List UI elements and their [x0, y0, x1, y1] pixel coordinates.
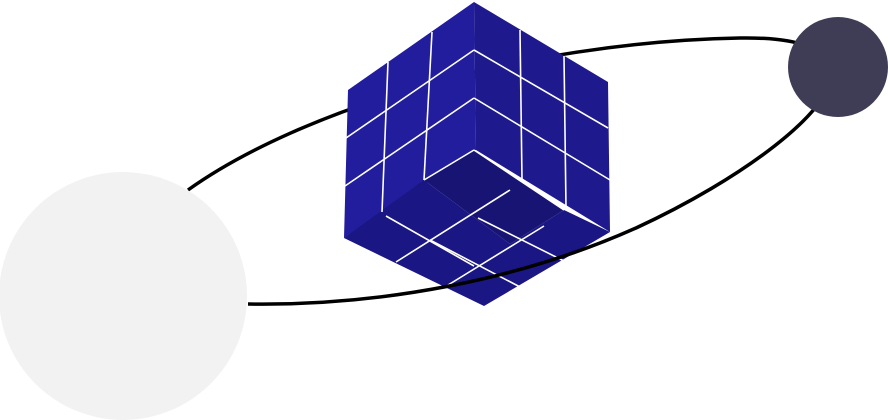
small-planet-icon: [788, 17, 888, 117]
cube-bottom-face: [344, 180, 610, 306]
cube-inner-face: [424, 150, 564, 244]
large-planet-icon: [0, 172, 247, 420]
cube-grid-lines: [344, 29, 611, 291]
cube-left-face: [344, 2, 476, 238]
cube-icon: [344, 2, 611, 306]
orbit-ring-front: [247, 69, 834, 306]
cube-right-face: [474, 2, 610, 232]
